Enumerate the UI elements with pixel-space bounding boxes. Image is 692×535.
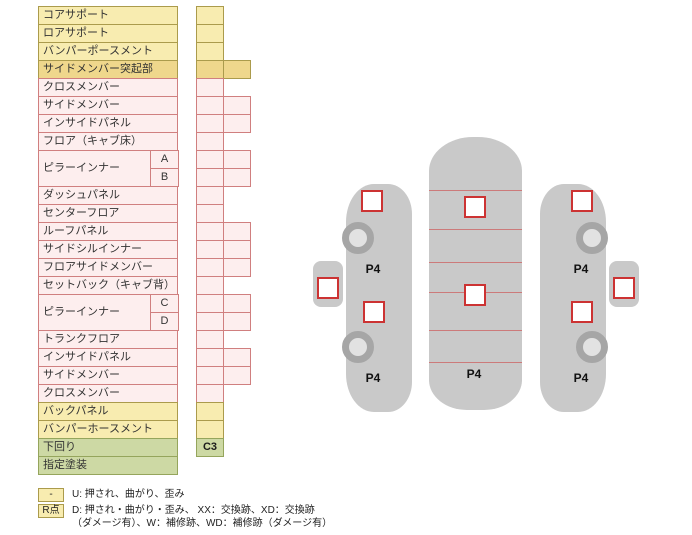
damage-marker-p4: P4 [365,262,381,276]
parts-row-label: 指定塗装 [38,456,178,475]
damage-marker-square[interactable] [361,190,383,212]
top-view-panel-line [429,229,522,230]
damage-cell[interactable] [223,312,251,331]
parts-row-label: フロア（キャブ床） [38,132,178,151]
legend-entry: -U: 押され、曲がり、歪み [38,488,332,502]
legend-key: - [38,488,64,502]
damage-cell[interactable] [223,60,251,79]
legend-text-line: D: 押され・曲がり・歪み、 XX：交換跡、XD：交換跡 [72,505,315,516]
damage-marker-square[interactable] [571,190,593,212]
damage-cell[interactable] [223,168,251,187]
legend-text-line: U: 押され、曲がり、歪み [72,489,185,500]
damage-marker-p4: P4 [365,371,381,385]
damage-cell[interactable] [223,366,251,385]
parts-row-label: サイドメンバー [38,96,178,115]
right-front-wheel-icon [576,222,608,254]
top-view-panel-line [429,362,522,363]
parts-row-label: サイドメンバー突起部 [38,60,178,79]
left-rear-wheel-icon [342,331,374,363]
legend-entry: R点 D: 押され・曲がり・歪み、 XX：交換跡、XD：交換跡 （ダメージ有）、W：… [38,504,332,530]
parts-row-sublabel: A [150,150,179,169]
damage-marker-square[interactable] [317,277,339,299]
parts-row-label: ピラーインナー [38,294,151,331]
top-view-panel-line [429,262,522,263]
left-front-wheel-icon [342,222,374,254]
top-view-panel-line [429,330,522,331]
parts-row-label: インサイドパネル [38,114,178,133]
damage-cell[interactable]: C3 [196,438,224,457]
parts-row-label: クロスメンバー [38,78,178,97]
car-top-view [429,137,522,410]
damage-marker-square[interactable] [464,196,486,218]
legend-text: U: 押され、曲がり、歪み [72,488,184,501]
legend-text-line: （ダメージ有）、W：補修跡、WD：補修跡（ダメージ有） [72,518,333,529]
parts-row-label: トランクフロア [38,330,178,349]
damage-marker-p4: P4 [573,371,589,385]
damage-cell[interactable] [223,114,251,133]
legend-text: D: 押され・曲がり・歪み、 XX：交換跡、XD：交換跡 （ダメージ有）、W：補修… [72,504,332,530]
damage-marker-p4: P4 [573,262,589,276]
parts-table: コアサポートロアサポートバンパーポースメントサイドメンバー突起部クロスメンバーサ… [38,6,290,478]
damage-marker-square[interactable] [363,301,385,323]
damage-marker-square[interactable] [571,301,593,323]
damage-code-legend: -U: 押され、曲がり、歪み R点 D: 押され・曲がり・歪み、 XX：交換跡、XD… [38,488,332,532]
parts-row-label: インサイドパネル [38,348,178,367]
damage-cell[interactable] [223,258,251,277]
damage-marker-square[interactable] [464,284,486,306]
parts-row-label: ピラーインナー [38,150,151,187]
legend-key: R点 [38,504,64,518]
parts-row-label: バンパーポースメント [38,42,178,61]
damage-marker-square[interactable] [613,277,635,299]
right-rear-wheel-icon [576,331,608,363]
parts-row-label: センターフロア [38,204,178,223]
damage-marker-p4: P4 [466,367,482,381]
parts-row-label: バックパネル [38,402,178,421]
parts-row-label: バンパーホースメント [38,420,178,439]
parts-row-label: フロアサイドメンバー [38,258,178,277]
top-view-panel-line [429,190,522,191]
